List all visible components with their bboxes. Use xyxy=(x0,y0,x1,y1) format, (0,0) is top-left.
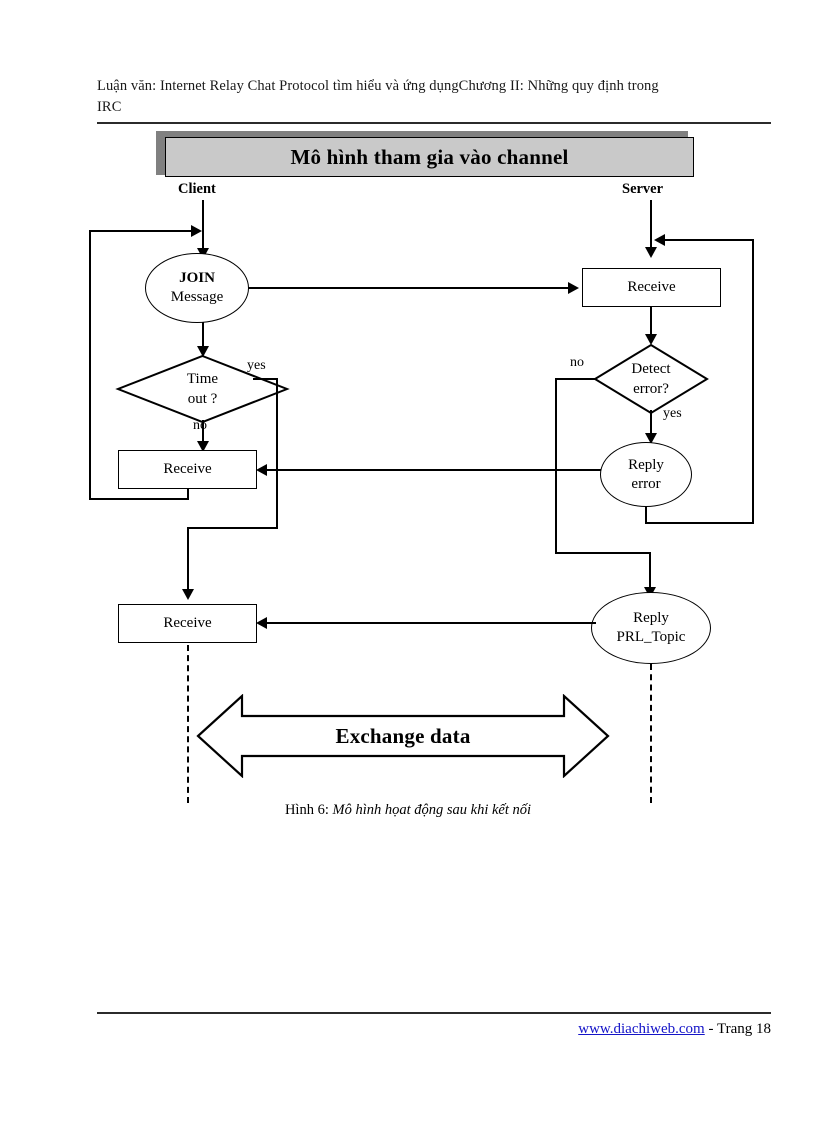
label-timeout-yes: yes xyxy=(247,358,266,373)
node-reply-error-line-1: Reply xyxy=(628,456,664,473)
edge-server-loop-riser xyxy=(645,500,647,524)
arrowhead-client-bottom-receive-in xyxy=(256,617,267,629)
arrowhead-to-detect xyxy=(645,334,657,345)
node-reply-prl-topic: Reply PRL_Topic xyxy=(591,592,711,664)
header-divider xyxy=(97,122,771,124)
exchange-data-arrow: Exchange data xyxy=(196,694,610,778)
edge-timeout-yes-h2 xyxy=(188,527,278,529)
edge-join-to-timeout xyxy=(202,322,204,350)
exchange-data-label: Exchange data xyxy=(335,723,471,748)
node-detect-error-decision: Detect error? xyxy=(593,343,709,415)
arrowhead-client-loop-rejoin xyxy=(191,225,202,237)
node-join-line-2: Message xyxy=(170,289,224,305)
page-header: Luận văn: Internet Relay Chat Protocol t… xyxy=(97,76,773,118)
node-reply-topic-line-2: PRL_Topic xyxy=(616,629,686,645)
node-reply-topic-line-1: Reply xyxy=(633,610,669,626)
edge-server-lane-top xyxy=(650,200,652,248)
edge-reply-topic-to-client-receive xyxy=(266,622,596,624)
edge-server-loop-vertical xyxy=(752,239,754,524)
footer-divider xyxy=(97,1012,771,1014)
edge-timeout-yes-v1 xyxy=(276,378,278,528)
node-receive-client-middle: Receive xyxy=(118,450,257,489)
edge-client-loop-vertical xyxy=(89,230,91,500)
footer-website-link[interactable]: www.diachiweb.com xyxy=(578,1021,705,1037)
figure-caption: Hình 6: Mô hình họat động sau khi kết nố… xyxy=(0,802,816,819)
lifeline-client xyxy=(187,645,189,803)
node-reply-error-line-2: error xyxy=(631,475,661,492)
arrowhead-to-server-receive xyxy=(645,247,657,258)
label-detect-yes: yes xyxy=(663,406,682,421)
diagram-title: Mô hình tham gia vào channel xyxy=(290,144,569,169)
label-timeout-no: no xyxy=(193,418,207,433)
caption-prefix: Hình 6: xyxy=(284,802,333,818)
edge-server-loop-top xyxy=(662,239,754,241)
node-receive-client-bottom: Receive xyxy=(118,604,257,643)
edge-client-lane-top xyxy=(202,200,204,250)
page-footer: www.diachiweb.com - Trang 18 xyxy=(578,1019,771,1039)
edge-server-receive-to-detect xyxy=(650,307,652,337)
lane-label-server: Server xyxy=(622,181,664,197)
node-receive-middle-label: Receive xyxy=(163,461,212,477)
node-reply-error: Reply error xyxy=(600,442,692,507)
edge-reply-error-to-client-receive xyxy=(266,469,602,471)
arrowhead-server-loop-rejoin xyxy=(654,234,665,246)
node-join-line-1: JOIN xyxy=(179,270,215,286)
edge-detect-no-v1 xyxy=(555,378,557,554)
edge-timeout-yes-v2 xyxy=(187,527,189,591)
arrowhead-to-mid-receive xyxy=(197,441,209,452)
caption-italic: Mô hình họat động sau khi kết nối xyxy=(332,802,532,818)
header-line-2: IRC xyxy=(97,99,122,115)
diagram-title-banner: Mô hình tham gia vào channel xyxy=(165,137,694,177)
edge-join-to-server-receive xyxy=(248,287,574,289)
header-line-1: Luận văn: Internet Relay Chat Protocol t… xyxy=(97,78,659,94)
arrowhead-to-bottom-receive xyxy=(182,589,194,600)
label-detect-no: no xyxy=(570,355,584,370)
edge-detect-no-v2 xyxy=(649,552,651,590)
node-join-message: JOIN Message xyxy=(145,253,249,323)
edge-client-loop-top xyxy=(89,230,193,232)
node-receive-server-top: Receive xyxy=(582,268,721,307)
arrowhead-to-reply-error xyxy=(645,433,657,444)
edge-client-loop-bottom xyxy=(89,498,189,500)
edge-timeout-yes-h1 xyxy=(253,378,278,380)
edge-detect-no-h1 xyxy=(555,378,597,380)
arrowhead-client-receive-in xyxy=(256,464,267,476)
edge-client-loop-riser xyxy=(187,488,189,500)
edge-detect-yes xyxy=(650,410,652,440)
edge-timeout-no xyxy=(202,420,204,448)
arrowhead-server-receive-in xyxy=(568,282,579,294)
node-receive-server-label: Receive xyxy=(627,279,676,295)
node-receive-bottom-label: Receive xyxy=(163,615,212,631)
edge-detect-no-h2 xyxy=(555,552,651,554)
lifeline-server xyxy=(650,664,652,803)
edge-server-loop-bottom xyxy=(645,522,754,524)
arrowhead-to-timeout xyxy=(197,346,209,357)
lane-label-client: Client xyxy=(178,181,216,197)
footer-page-number: - Trang 18 xyxy=(704,1021,771,1037)
